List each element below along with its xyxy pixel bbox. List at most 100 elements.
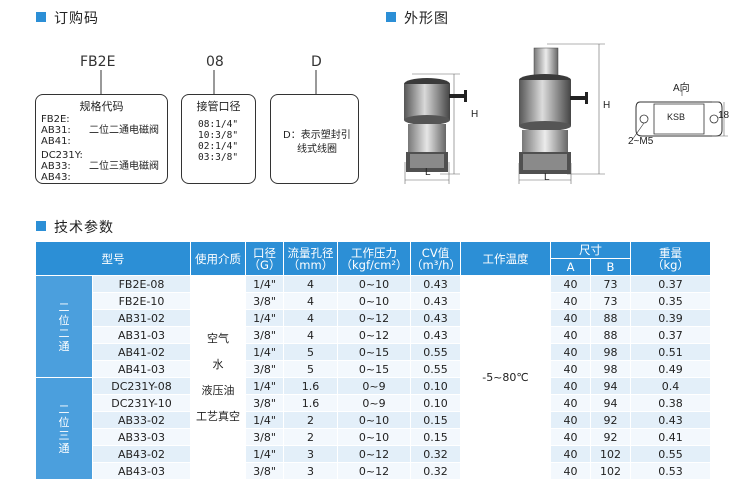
dim-label-h: H bbox=[471, 109, 479, 120]
cell-size-b: 94 bbox=[590, 377, 631, 395]
header-weight: 重量（kg） bbox=[630, 241, 711, 276]
media-item: 液压油 bbox=[201, 383, 235, 397]
cell-weight: 0.41 bbox=[630, 428, 711, 446]
cell-model: FB2E-10 bbox=[92, 292, 191, 310]
dim-label-h-large: H bbox=[603, 100, 611, 111]
cell-temp: -5~80℃ bbox=[460, 275, 551, 480]
cell-pressure: 0~15 bbox=[337, 343, 411, 361]
cell-pressure: 0~12 bbox=[337, 326, 411, 344]
dim-label-18: 18 bbox=[718, 110, 730, 121]
cell-orifice: 4 bbox=[283, 275, 338, 293]
cell-cv: 0.32 bbox=[410, 445, 461, 463]
group-label-3way: 二位三通 bbox=[35, 377, 93, 480]
cell-pressure: 0~9 bbox=[337, 394, 411, 412]
cell-cv: 0.10 bbox=[410, 394, 461, 412]
cell-pressure: 0~12 bbox=[337, 462, 411, 480]
cell-cv: 0.15 bbox=[410, 411, 461, 429]
cell-model: AB31-02 bbox=[92, 309, 191, 327]
cell-size-a: 40 bbox=[550, 360, 591, 378]
cell-weight: 0.35 bbox=[630, 292, 711, 310]
cell-model: AB33-02 bbox=[92, 411, 191, 429]
cell-orifice: 2 bbox=[283, 411, 338, 429]
header-temp: 工作温度 bbox=[460, 241, 551, 276]
valve-drawing-large bbox=[518, 43, 605, 184]
valve-drawing-small bbox=[404, 73, 467, 184]
a-direction-view bbox=[631, 90, 728, 141]
cell-size-b: 88 bbox=[590, 309, 631, 327]
cell-orifice: 3 bbox=[283, 445, 338, 463]
cell-port: 1/4" bbox=[245, 343, 284, 361]
section-marker-icon bbox=[386, 12, 396, 22]
header-orifice: 流量孔径（mm） bbox=[283, 241, 338, 276]
coil-desc-line2: 线式线圈 bbox=[297, 144, 337, 155]
header-model: 型号 bbox=[35, 241, 191, 276]
cell-model: DC231Y-10 bbox=[92, 394, 191, 412]
section-title-tech: 技术参数 bbox=[54, 220, 114, 236]
cell-port: 3/8" bbox=[245, 360, 284, 378]
cell-port: 1/4" bbox=[245, 411, 284, 429]
cell-cv: 0.43 bbox=[410, 275, 461, 293]
cell-pressure: 0~10 bbox=[337, 411, 411, 429]
header-size: 尺寸 bbox=[550, 241, 631, 259]
header-media: 使用介质 bbox=[190, 241, 246, 276]
cell-size-b: 98 bbox=[590, 343, 631, 361]
header-size-a: A bbox=[550, 258, 591, 276]
media-item: 工艺真空 bbox=[196, 409, 240, 423]
cell-media: 空气水液压油工艺真空 bbox=[190, 275, 246, 480]
header-cv: CV值（m³/h） bbox=[410, 241, 461, 276]
cell-size-a: 40 bbox=[550, 377, 591, 395]
port-box-title: 接管口径 bbox=[196, 100, 241, 113]
section-marker-icon bbox=[36, 12, 46, 22]
cell-pressure: 0~10 bbox=[337, 275, 411, 293]
cell-weight: 0.51 bbox=[630, 343, 711, 361]
cell-pressure: 0~12 bbox=[337, 309, 411, 327]
cell-cv: 0.55 bbox=[410, 343, 461, 361]
model-code-list-1: FB2E: AB31: AB41: bbox=[41, 114, 71, 147]
model-desc-2: 二位三通电磁阀 bbox=[89, 161, 159, 172]
cell-port: 3/8" bbox=[245, 292, 284, 310]
cell-weight: 0.4 bbox=[630, 377, 711, 395]
cell-size-a: 40 bbox=[550, 394, 591, 412]
cell-port: 3/8" bbox=[245, 394, 284, 412]
cell-model: AB41-02 bbox=[92, 343, 191, 361]
model-box-title: 规格代码 bbox=[79, 100, 124, 113]
cell-port: 1/4" bbox=[245, 275, 284, 293]
order-code-port-box: 接管口径 08:1/4" 10:3/8" 02:1/4" 03:3/8" bbox=[181, 94, 256, 184]
order-code-model-head: FB2E bbox=[80, 54, 116, 70]
cell-size-b: 92 bbox=[590, 411, 631, 429]
cell-port: 3/8" bbox=[245, 326, 284, 344]
cell-size-a: 40 bbox=[550, 275, 591, 293]
cell-model: AB41-03 bbox=[92, 360, 191, 378]
cell-weight: 0.43 bbox=[630, 411, 711, 429]
cell-weight: 0.49 bbox=[630, 360, 711, 378]
cell-orifice: 4 bbox=[283, 326, 338, 344]
cell-pressure: 0~10 bbox=[337, 292, 411, 310]
cell-weight: 0.37 bbox=[630, 326, 711, 344]
thread-label-m5: 2~M5 bbox=[628, 136, 654, 147]
dim-label-l-large: L bbox=[544, 172, 550, 183]
cell-orifice: 3 bbox=[283, 462, 338, 480]
table-header-row: 型号 使用介质 口径（G） 流量孔径（mm） 工作压力（kgf/cm²） CV值… bbox=[35, 241, 711, 276]
cell-size-a: 40 bbox=[550, 292, 591, 310]
cell-size-b: 102 bbox=[590, 462, 631, 480]
cell-orifice: 4 bbox=[283, 309, 338, 327]
media-item: 水 bbox=[212, 357, 224, 371]
header-port: 口径（G） bbox=[245, 241, 284, 276]
cell-cv: 0.32 bbox=[410, 462, 461, 480]
cell-weight: 0.55 bbox=[630, 445, 711, 463]
cell-size-a: 40 bbox=[550, 428, 591, 446]
media-item: 空气 bbox=[207, 331, 229, 345]
cell-weight: 0.37 bbox=[630, 275, 711, 293]
cell-weight: 0.39 bbox=[630, 309, 711, 327]
cell-orifice: 5 bbox=[283, 360, 338, 378]
cell-cv: 0.10 bbox=[410, 377, 461, 395]
cell-size-b: 98 bbox=[590, 360, 631, 378]
cell-size-a: 40 bbox=[550, 411, 591, 429]
